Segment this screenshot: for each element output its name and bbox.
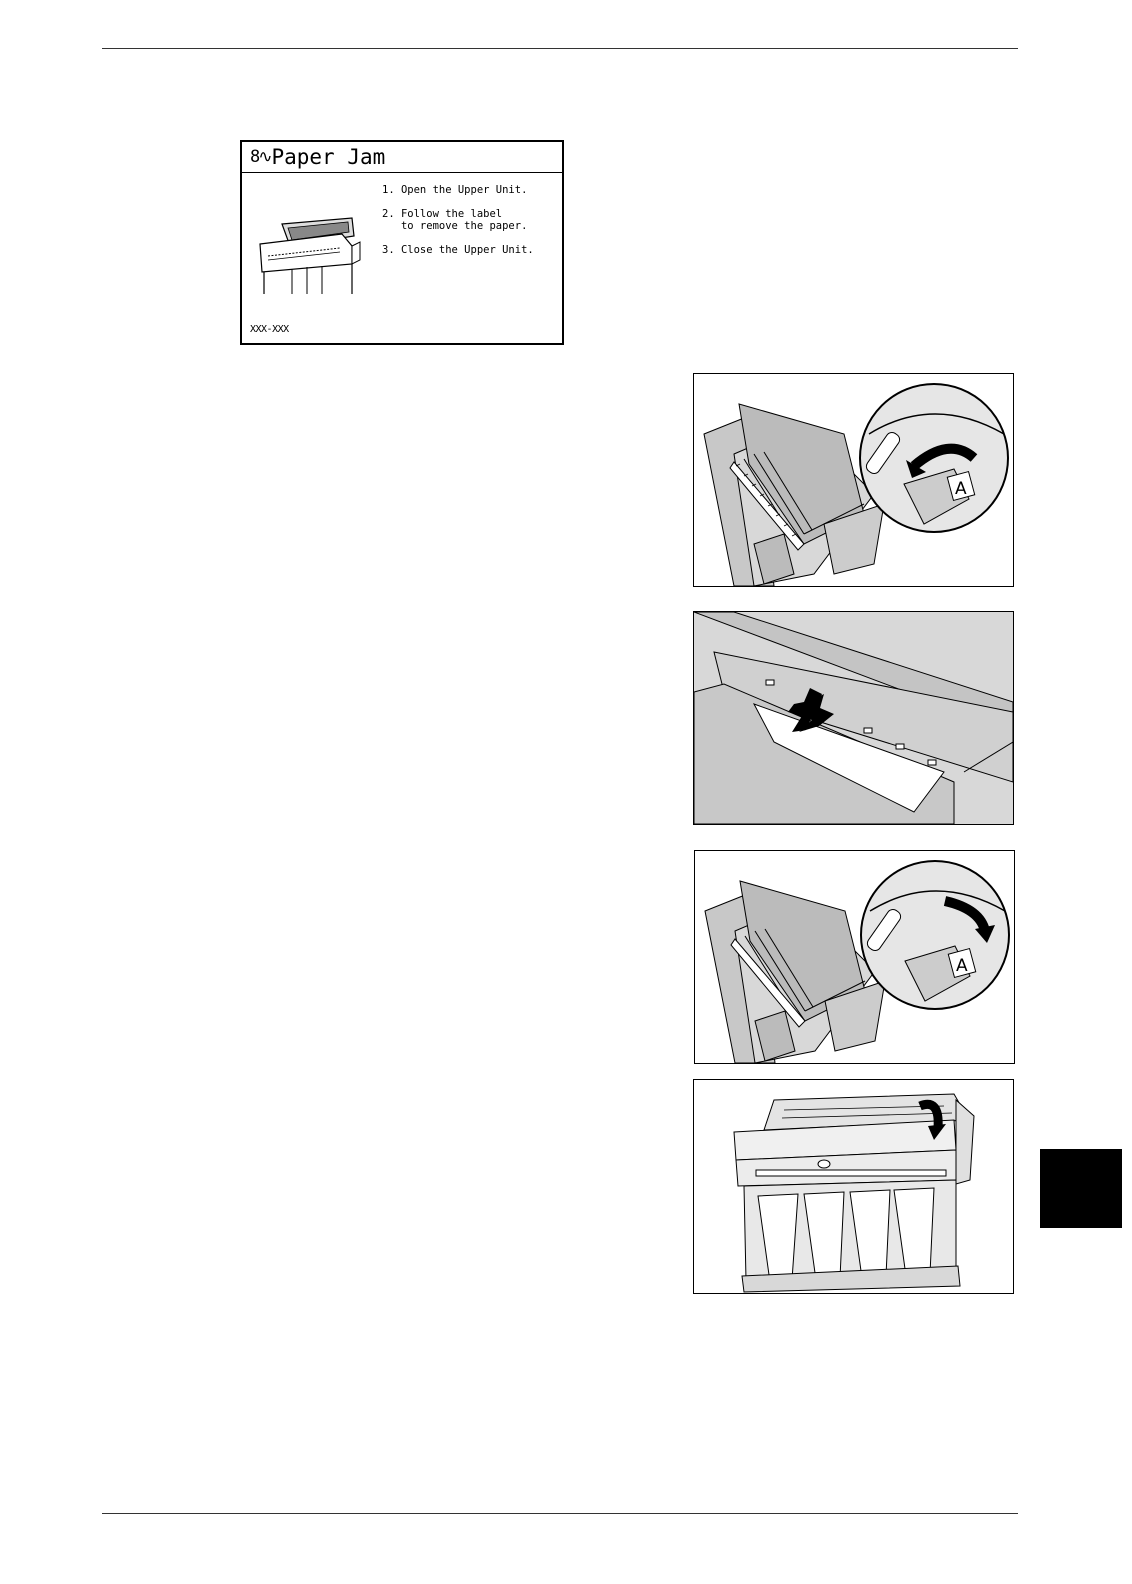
chapter-tab xyxy=(1040,1149,1122,1228)
lever-tag-a: A xyxy=(956,956,968,976)
figure-open-lever: A xyxy=(693,373,1014,587)
close-upper-unit-illustration xyxy=(694,1080,1013,1293)
display-title-bar: 8∿ Paper Jam xyxy=(242,142,562,173)
instruction-step: 1. Open the Upper Unit. xyxy=(382,184,534,196)
open-lever-illustration: A xyxy=(694,374,1013,586)
instruction-steps: 1. Open the Upper Unit. 2. Follow the la… xyxy=(382,184,534,268)
instruction-step: 3. Close the Upper Unit. xyxy=(382,244,534,256)
figure-close-upper-unit xyxy=(693,1079,1014,1294)
remove-paper-illustration xyxy=(694,612,1013,824)
footer-rule xyxy=(102,1513,1018,1514)
close-lever-illustration: A xyxy=(695,851,1014,1063)
header-rule xyxy=(102,48,1018,49)
figure-close-lever: A xyxy=(694,850,1015,1064)
figure-remove-paper xyxy=(693,611,1014,825)
paper-jam-icon: 8∿ xyxy=(250,147,270,167)
lever-tag-a: A xyxy=(955,479,967,499)
machine-open-illustration xyxy=(252,216,362,296)
instruction-step: 2. Follow the label to remove the paper. xyxy=(382,208,534,232)
paper-jam-display: 8∿ Paper Jam 1. Open the Upper Unit. 2. … xyxy=(240,140,564,345)
error-code: XXX-XXX xyxy=(250,324,289,335)
display-title: Paper Jam xyxy=(271,145,385,169)
